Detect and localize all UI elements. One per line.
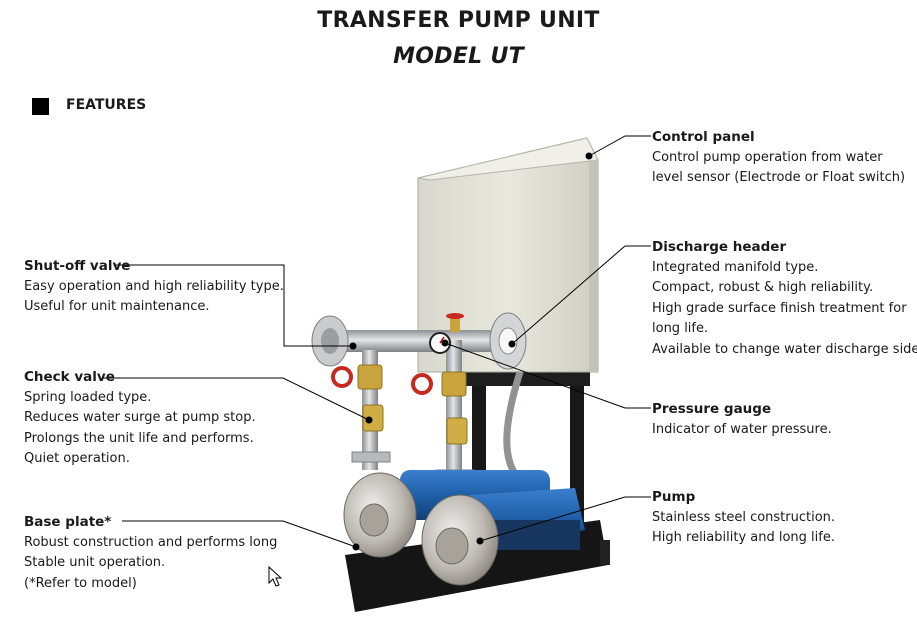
panel-support-bracket <box>466 370 590 386</box>
feature-title: Control panel <box>652 129 755 145</box>
left-check-valve <box>362 404 384 432</box>
left-pump-flange <box>351 451 391 463</box>
feature-pressure-gauge: Pressure gauge Indicator of water pressu… <box>652 399 832 440</box>
feature-line: Compact, robust & high reliability. <box>652 280 874 295</box>
feature-check-valve: Check valve Spring loaded type. Reduces … <box>24 367 256 470</box>
feature-line: level sensor (Electrode or Float switch) <box>652 170 906 185</box>
left-flange-bore <box>321 328 339 354</box>
check-leader-line <box>103 377 370 421</box>
feature-line: Spring loaded type. <box>24 389 152 405</box>
mouse-cursor-icon <box>268 566 282 587</box>
base-leader-line <box>122 520 357 548</box>
page-title: TRANSFER PUMP UNIT <box>317 8 600 33</box>
feature-shutoff-valve: Shut-off valve Easy operation and high r… <box>24 256 284 318</box>
base-foot <box>600 540 610 565</box>
air-vent-valve <box>450 318 460 332</box>
feature-line: Available to change water discharge side… <box>652 341 917 357</box>
control-leader-line <box>588 135 651 157</box>
gauge-leader-line <box>444 342 651 409</box>
feature-line: Stable unit operation. <box>24 555 166 570</box>
pump-leader-line <box>479 496 651 542</box>
feature-discharge-header: Discharge header Integrated manifold typ… <box>652 237 917 360</box>
feature-title: Shut-off valve <box>24 258 131 274</box>
feature-line: Quiet operation. <box>24 451 130 466</box>
feature-line: High reliability and long life. <box>652 530 835 545</box>
discharge-header-pipe <box>330 330 505 352</box>
feature-control-panel: Control panel Control pump operation fro… <box>652 127 905 189</box>
feature-title: Pressure gauge <box>652 401 772 417</box>
feature-base-plate: Base plate* Robust construction and perf… <box>24 512 277 594</box>
right-valve-handle <box>411 373 433 395</box>
right-check-valve <box>446 417 468 445</box>
front-pump-inlet <box>435 527 469 565</box>
feature-line: Prolongs the unit life and performs. <box>24 430 254 446</box>
left-shutoff-valve-body <box>357 364 383 390</box>
rear-pump-inlet <box>359 503 389 537</box>
left-valve-handle <box>331 366 353 388</box>
feature-title: Pump <box>652 489 696 505</box>
feature-line: Control pump operation from water <box>652 149 883 165</box>
feature-line: long life. <box>652 321 709 336</box>
feature-title: Base plate* <box>24 514 112 530</box>
right-shutoff-valve-body <box>441 371 467 397</box>
feature-line: Stainless steel construction. <box>652 509 836 525</box>
feature-line: Robust construction and performs long <box>24 534 278 550</box>
feature-line: Indicator of water pressure. <box>652 421 832 437</box>
discharge-leader-line <box>511 245 651 345</box>
feature-line: (*Refer to model) <box>24 575 137 591</box>
feature-line: Reduces water surge at pump stop. <box>24 410 256 425</box>
feature-line: Useful for unit maintenance. <box>24 299 210 314</box>
feature-line: Integrated manifold type. <box>652 259 819 275</box>
feature-title: Discharge header <box>652 239 787 255</box>
section-marker-icon <box>32 98 49 115</box>
control-panel-side <box>589 160 598 372</box>
feature-title: Check valve <box>24 369 115 385</box>
right-riser-pipe <box>446 340 462 475</box>
right-flange-bore <box>498 327 518 355</box>
air-vent-handle <box>446 313 464 319</box>
feature-pump: Pump Stainless steel construction. High … <box>652 487 835 549</box>
model-subtitle: MODEL UT <box>393 44 524 69</box>
features-heading: FEATURES <box>66 97 147 113</box>
feature-line: High grade surface finish treatment for <box>652 300 907 316</box>
shutoff-leader-line <box>114 264 353 347</box>
feature-line: Easy operation and high reliability type… <box>24 278 284 294</box>
